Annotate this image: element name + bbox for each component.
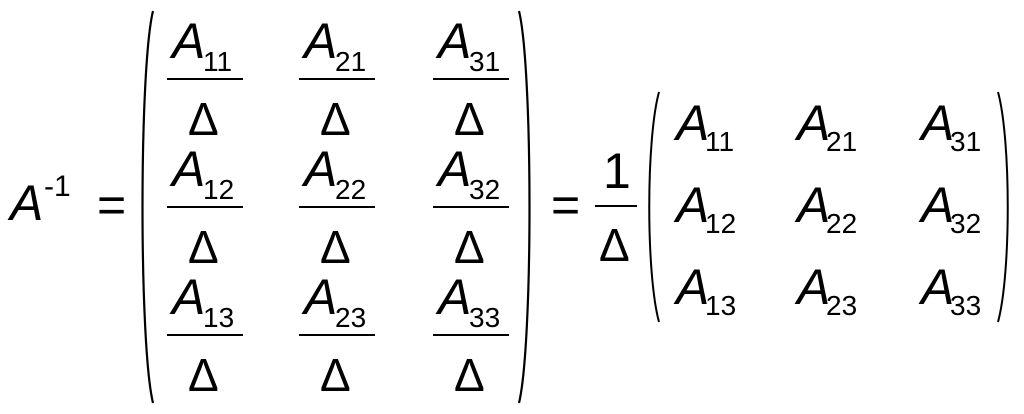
matrix1-cell-numerator: A: [304, 13, 338, 69]
lhs-base: A: [10, 175, 44, 231]
matrix2-cell-subscript: 22: [826, 208, 858, 239]
matrix1-cell-subscript: 23: [335, 302, 367, 333]
matrix2-cell-base: A: [676, 177, 710, 233]
matrix1-cell-fraction-bar: [167, 334, 243, 336]
equals-sign-1: =: [97, 177, 127, 233]
matrix1-cell-fraction-bar: [167, 206, 243, 208]
matrix2-cell-base: A: [676, 95, 710, 151]
scalar-fraction-bar: [595, 205, 637, 207]
matrix1-cell-fraction-bar: [433, 78, 509, 80]
matrix1-cell-denominator: Δ: [320, 93, 351, 145]
matrix2-cell-base: A: [797, 259, 831, 315]
matrix1-cell-subscript: 22: [335, 174, 367, 205]
matrix2-cell-subscript: 12: [705, 208, 737, 239]
matrix1-cell-fraction-bar: [299, 206, 375, 208]
matrix1-cell-fraction-bar: [167, 78, 243, 80]
equals-sign-2: =: [551, 177, 581, 233]
matrix2-cell-subscript: 13: [705, 290, 737, 321]
matrix2-cell-subscript: 31: [950, 126, 982, 157]
matrix2-cell-base: A: [797, 95, 831, 151]
matrix2-right-paren: [997, 91, 1009, 323]
matrix1-cell-numerator: A: [172, 269, 206, 325]
matrix1-cell-denominator: Δ: [188, 221, 219, 273]
matrix1-cell-fraction-bar: [433, 334, 509, 336]
lhs-exponent: -1: [44, 170, 71, 203]
matrix1-cell-denominator: Δ: [320, 221, 351, 273]
matrix1-left-paren: [141, 10, 155, 404]
matrix1-cell-numerator: A: [438, 13, 472, 69]
matrix1-cell-numerator: A: [438, 141, 472, 197]
matrix2-cell-subscript: 33: [950, 290, 982, 321]
matrix2-left-paren: [648, 91, 660, 323]
matrix1-cell-subscript: 32: [469, 174, 501, 205]
matrix1-cell-subscript: 31: [469, 46, 501, 77]
matrix2-cell-subscript: 11: [705, 126, 735, 157]
matrix1-cell-subscript: 33: [469, 302, 501, 333]
matrix2-cell-subscript: 21: [826, 126, 858, 157]
matrix2-cell-base: A: [921, 259, 955, 315]
matrix1-cell-denominator: Δ: [454, 93, 485, 145]
matrix1-cell-subscript: 13: [203, 302, 235, 333]
matrix1-cell-numerator: A: [172, 13, 206, 69]
matrix2-cell-base: A: [676, 259, 710, 315]
matrix1-cell-denominator: Δ: [454, 349, 485, 401]
matrix1-cell-numerator: A: [304, 269, 338, 325]
matrix2-cell-base: A: [797, 177, 831, 233]
matrix1-cell-numerator: A: [438, 269, 472, 325]
matrix2-cell-base: A: [921, 177, 955, 233]
matrix2-cell-subscript: 32: [950, 208, 982, 239]
matrix1-cell-fraction-bar: [433, 206, 509, 208]
matrix2-cell-base: A: [921, 95, 955, 151]
matrix1-cell-subscript: 21: [335, 46, 367, 77]
scalar-numerator: 1: [603, 143, 631, 199]
matrix1-cell-denominator: Δ: [188, 93, 219, 145]
matrix1-cell-denominator: Δ: [454, 221, 485, 273]
matrix1-cell-numerator: A: [172, 141, 206, 197]
matrix1-cell-fraction-bar: [299, 334, 375, 336]
matrix1-cell-fraction-bar: [299, 78, 375, 80]
matrix1-cell-denominator: Δ: [320, 349, 351, 401]
matrix1-cell-denominator: Δ: [188, 349, 219, 401]
scalar-denominator: Δ: [599, 219, 630, 271]
matrix1-cell-subscript: 11: [203, 46, 233, 77]
matrix1-cell-numerator: A: [304, 141, 338, 197]
matrix1-right-paren: [517, 10, 531, 404]
matrix2-cell-subscript: 23: [826, 290, 858, 321]
matrix1-cell-subscript: 12: [203, 174, 235, 205]
